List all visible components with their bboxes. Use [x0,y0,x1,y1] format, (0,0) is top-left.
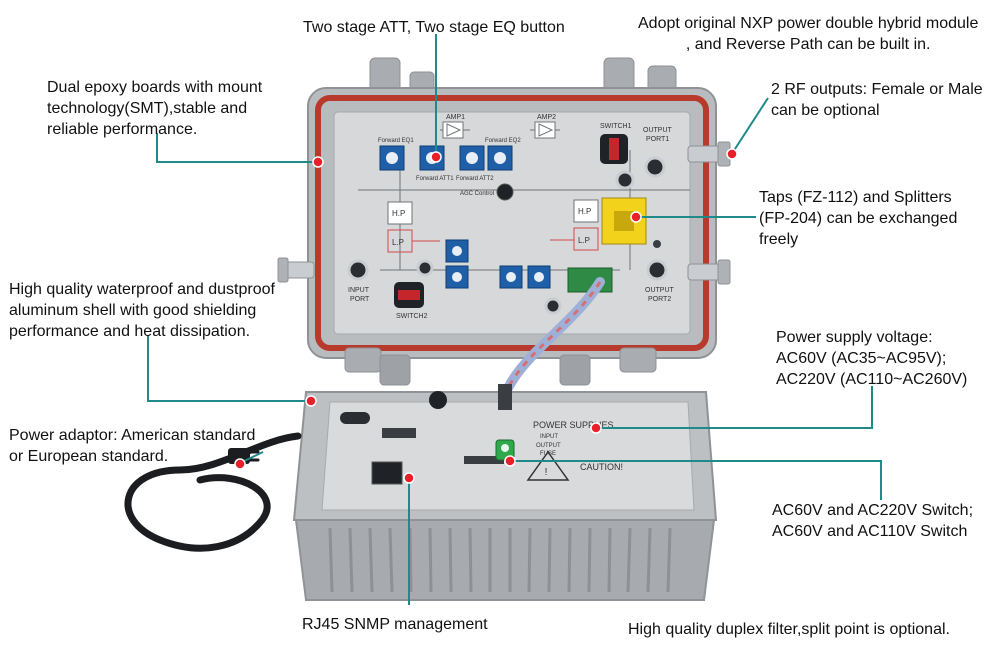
callout-duplex: High quality duplex filter,split point i… [628,619,950,640]
callout-voltage-line2: AC60V (AC35~AC95V); [776,350,947,367]
output-port2-label-a: OUTPUT [645,287,675,294]
amp2-label: AMP2 [537,114,556,121]
callout-nxp-line1: Adopt original NXP power double hybrid m… [638,15,979,32]
lp-right-label: L.P [578,236,590,245]
amp1-label: AMP1 [446,114,465,121]
amplifier-symbols: AMP1 AMP2 [442,114,556,139]
callout-shell-line2: aluminum shell with good shielding [9,302,257,319]
forward-att1-label: Forward ATT1 [416,176,454,182]
callout-taps-line1: Taps (FZ-112) and Splitters [759,189,952,206]
hp-right-label: H.P [578,207,591,216]
switch2-toggle[interactable] [398,290,420,300]
callout-att-eq-text: Two stage ATT, Two stage EQ button [303,19,565,36]
callout-voltage: Power supply voltage: AC60V (AC35~AC95V)… [776,327,967,390]
dot-shell [305,395,317,407]
callout-shell-line3: performance and heat dissipation. [9,323,251,340]
callout-switch-line1: AC60V and AC220V Switch; [772,502,974,519]
input-port-label-b: PORT [350,296,370,303]
output-port2-label-b: PORT2 [648,296,671,303]
panel-ports: OUTPUT PORT1 OUTPUT PORT2 INPUT PORT [347,127,675,315]
output-port1-label-a: OUTPUT [643,127,673,134]
dot-att-eq [430,151,442,163]
dot-taps [630,211,642,223]
callout-duplex-text: High quality duplex filter,split point i… [628,621,950,638]
dot-adaptor [234,458,246,470]
callout-switch: AC60V and AC220V Switch; AC60V and AC110… [772,500,973,542]
dot-switch [504,455,516,467]
rf-connectors [277,141,731,285]
switches: SWITCH1 SWITCH2 [394,123,632,320]
callout-rf-line2: can be optional [771,102,880,119]
output-port1-label-b: PORT1 [646,136,669,143]
forward-eq1-label: Forward EQ1 [378,138,414,144]
forward-att2-label: Forward ATT2 [456,176,494,182]
leader-lines [147,34,882,605]
callout-switch-line2: AC60V and AC110V Switch [772,523,968,540]
leader-shell [147,335,310,402]
power-supplies-label: POWER SUPPLIES [533,420,614,430]
callout-epoxy-line3: reliable performance. [47,121,198,138]
callout-adaptor: Power adaptor: American standard or Euro… [9,425,255,467]
input-port-label-a: INPUT [348,287,370,294]
callout-taps: Taps (FZ-112) and Splitters (FP-204) can… [759,187,957,250]
callout-epoxy-line1: Dual epoxy boards with mount [47,79,263,96]
ps-fuse-label: FUSE [540,451,556,457]
hp-left-label: H.P [392,209,405,218]
callout-epoxy-line2: technology(SMT),stable and [47,100,248,117]
callout-epoxy: Dual epoxy boards with mount technology(… [47,77,262,140]
callout-shell-line1: High quality waterproof and dustproof [9,281,275,298]
caution-label: CAUTION! [580,462,623,472]
hp-lp-filters: H.P L.P H.P L.P [387,199,599,247]
eq-att-buttons: Forward EQ1 Forward ATT1 Forward ATT2 Fo… [378,138,551,289]
callout-voltage-line1: Power supply voltage: [776,329,933,346]
agc-control: AGC Control [460,183,514,201]
red-gasket [315,95,709,351]
switch1-label: SWITCH1 [600,123,632,130]
callout-adaptor-line2: or European standard. [9,448,169,465]
dot-rj45 [403,472,415,484]
callout-nxp: Adopt original NXP power double hybrid m… [638,13,978,55]
callout-nxp-line2: , and Reverse Path can be built in. [685,36,931,53]
leader-switch [510,460,882,500]
callout-rj45-text: RJ45 SNMP management [302,616,488,633]
svg-text:!: ! [545,467,548,478]
forward-eq2-label: Forward EQ2 [485,138,521,144]
callout-rj45: RJ45 SNMP management [302,614,488,635]
switch1-toggle[interactable] [609,138,619,160]
callout-att-eq: Two stage ATT, Two stage EQ button [303,17,565,38]
callout-rf-line1: 2 RF outputs: Female or Male [771,81,983,98]
lp-left-label: L.P [392,238,404,247]
callout-shell: High quality waterproof and dustproof al… [9,279,275,342]
base-housing: ! CAUTION! POWER SUPPLIES INPUT OUTPUT F… [292,384,718,601]
callout-taps-line3: freely [759,231,799,248]
dot-voltage [590,422,602,434]
callout-rf: 2 RF outputs: Female or Male can be opti… [771,79,983,121]
callout-voltage-line3: AC220V (AC110~AC260V) [776,371,968,388]
leader-voltage [596,386,873,429]
agc-label: AGC Control [460,191,494,197]
filter-traces-red [387,227,599,253]
lid-housing [307,57,717,386]
switch2-label: SWITCH2 [396,313,428,320]
callout-dots [234,148,738,484]
leader-epoxy [156,133,318,163]
forward-eq1-button[interactable] [379,145,405,171]
callout-taps-line2: (FP-204) can be exchanged [759,210,958,227]
ps-input-label: INPUT [540,434,558,440]
dot-epoxy [312,156,324,168]
leader-rf [732,97,769,153]
callout-adaptor-line1: Power adaptor: American standard [9,427,256,444]
dot-rf [726,148,738,160]
ps-output-label: OUTPUT [536,443,561,449]
